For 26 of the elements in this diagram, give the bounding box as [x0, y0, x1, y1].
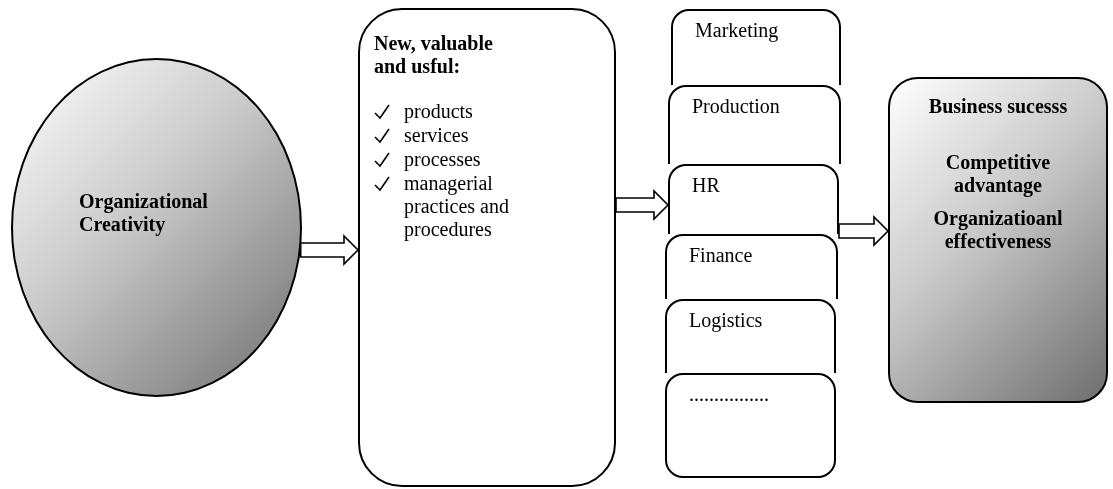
rounded-box [671, 9, 841, 85]
outcome-text: Competitive advantage [944, 151, 1052, 197]
rounded-box [665, 299, 836, 373]
list-item: managerial practices and procedures [404, 172, 510, 241]
outcome-text: Business sucesss [927, 95, 1069, 118]
list-item: products [404, 100, 474, 123]
rounded-box [668, 85, 841, 164]
node-title: Organizational Creativity [79, 190, 209, 236]
box-label: Production [692, 95, 780, 118]
rounded-box [668, 164, 839, 234]
box-label: Logistics [689, 309, 763, 332]
rounded-box [665, 234, 838, 299]
box-label: ................ [689, 383, 769, 406]
box-label: Marketing [695, 19, 779, 42]
block-arrow [838, 215, 890, 247]
rounded-box [888, 77, 1108, 403]
box-label: Finance [689, 244, 753, 267]
block-arrow [299, 234, 360, 266]
list-heading: New, valuable and usful: [374, 32, 494, 78]
list-item: services [404, 124, 470, 147]
block-arrow [615, 189, 670, 221]
rounded-box [358, 8, 616, 487]
outcome-text: Organizatioanl effectiveness [932, 207, 1064, 253]
box-label: HR [692, 174, 720, 197]
rounded-box [665, 373, 836, 478]
list-item: processes [404, 148, 482, 171]
